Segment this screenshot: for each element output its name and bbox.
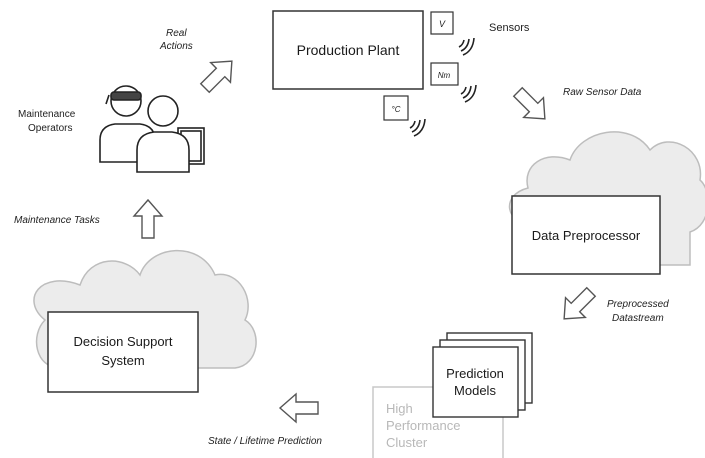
operators-label-line-2: Operators bbox=[28, 123, 72, 134]
raw-sensor-data-label: Raw Sensor Data bbox=[563, 87, 642, 98]
data-preprocessor-label: Data Preprocessor bbox=[532, 228, 641, 243]
decision-support-line-1: Decision Support bbox=[74, 334, 173, 349]
real-actions-line-2: Actions bbox=[159, 41, 193, 52]
real-actions-line-1: Real bbox=[166, 28, 187, 39]
preprocessed-line-2: Datastream bbox=[612, 313, 664, 324]
torque-sensor-box bbox=[430, 62, 459, 86]
voltage-sensor-box bbox=[430, 11, 454, 35]
preprocessed-arrow bbox=[563, 286, 597, 320]
prediction-models-line-1: Prediction bbox=[446, 366, 504, 381]
maintenance-tasks-arrow bbox=[132, 198, 164, 239]
decision-support-line-2: System bbox=[101, 353, 144, 368]
voltage-signal-icon bbox=[458, 37, 475, 56]
prediction-models-box bbox=[432, 346, 519, 418]
state-prediction-arrow bbox=[278, 392, 319, 424]
state-prediction-label: State / Lifetime Prediction bbox=[208, 436, 322, 447]
temperature-sensor-box bbox=[383, 95, 409, 121]
data-preprocessor-box bbox=[511, 195, 661, 275]
sensors-label: Sensors bbox=[489, 22, 530, 34]
real-actions-arrow bbox=[199, 60, 233, 94]
torque-signal-icon bbox=[460, 84, 477, 103]
operators-label-line-1: Maintenance bbox=[18, 109, 76, 120]
temperature-sensor-label: °C bbox=[392, 105, 401, 114]
hpc-cluster-line-1: High bbox=[386, 401, 413, 416]
prediction-models-line-2: Models bbox=[454, 383, 496, 398]
voltage-sensor-label: V bbox=[439, 19, 446, 29]
hpc-cluster-line-3: Cluster bbox=[386, 435, 428, 450]
raw-sensor-data-arrow bbox=[512, 86, 546, 120]
torque-sensor-label: Nm bbox=[438, 71, 451, 80]
production-plant-label: Production Plant bbox=[297, 42, 400, 58]
hpc-cluster-line-2: Performance bbox=[386, 418, 460, 433]
decision-support-box bbox=[47, 311, 199, 393]
maintenance-tasks-label: Maintenance Tasks bbox=[14, 215, 100, 226]
operators-icon bbox=[99, 85, 205, 173]
preprocessed-line-1: Preprocessed bbox=[607, 299, 669, 310]
production-plant-box bbox=[272, 10, 424, 90]
temperature-signal-icon bbox=[409, 118, 426, 137]
